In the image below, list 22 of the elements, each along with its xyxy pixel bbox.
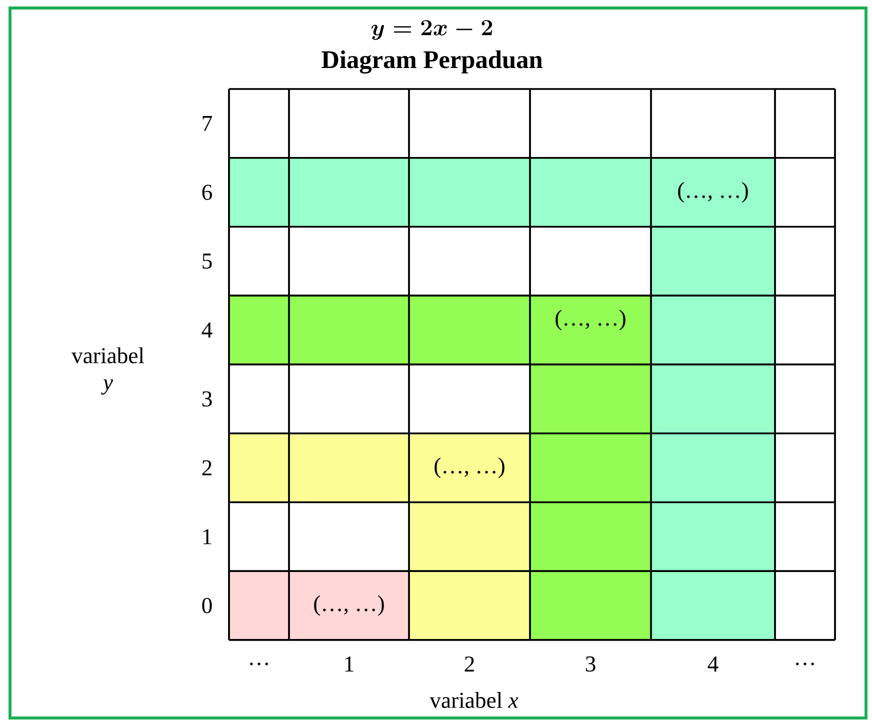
cell-text: (…, …) [678, 182, 748, 203]
tick-label: 6 [202, 184, 212, 200]
tick-label: 4 [202, 322, 212, 338]
tick-label: 3 [202, 391, 212, 407]
tick-label: 2 [202, 460, 212, 476]
cell-text: (…, …) [314, 595, 384, 616]
tick-label: … [250, 662, 268, 666]
axis-label: variabel y [72, 347, 144, 395]
axis-label: variabel x [430, 692, 518, 708]
tick-label: 2 [464, 656, 474, 672]
cell-text: (…, …) [556, 310, 626, 330]
tick-label: 5 [202, 254, 212, 269]
formula-heading: $y = 2x - 2$ [371, 20, 492, 40]
tick-label: 4 [708, 656, 718, 672]
tick-label: 0 [202, 598, 212, 614]
tick-label: … [796, 662, 814, 666]
tick-label: 1 [345, 656, 354, 672]
title: Diagram Perpaduan [322, 50, 542, 74]
tick-label: 1 [203, 529, 212, 544]
tick-label: 3 [586, 656, 596, 672]
cell-text: (…, …) [434, 458, 504, 478]
tick-label: 7 [202, 116, 212, 131]
